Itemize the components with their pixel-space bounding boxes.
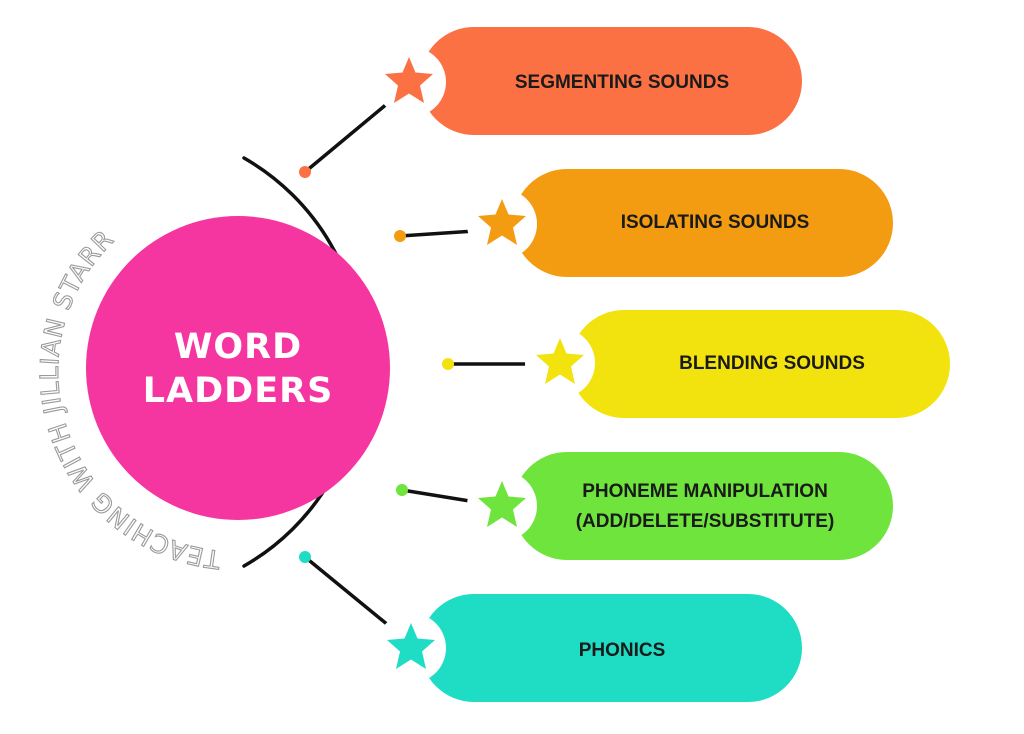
pill-label-line-2: (ADD/DELETE/SUBSTITUTE) (576, 511, 835, 532)
pill-phoneme-manipulation (513, 452, 893, 560)
item-segmenting-sounds: SEGMENTING SOUNDS (376, 27, 802, 135)
star-icon (478, 199, 526, 245)
pill-blending-sounds (570, 310, 950, 418)
pill-label: ISOLATING SOUNDS (621, 212, 810, 233)
connector-dot-3 (442, 358, 454, 370)
star-icon (385, 57, 433, 103)
connector-dot-1 (299, 166, 311, 178)
center-circle (86, 216, 390, 520)
item-isolating-sounds: ISOLATING SOUNDS (467, 169, 893, 277)
connector-dot-2 (394, 230, 406, 242)
star-icon (536, 338, 584, 384)
star-icon (478, 481, 526, 527)
item-phonics: PHONICS (376, 594, 802, 702)
pill-isolating-sounds (513, 169, 893, 277)
pill-label: BLENDING SOUNDS (679, 353, 865, 374)
pill-label-line-1: PHONEME MANIPULATION (582, 481, 828, 502)
pill-label: PHONICS (579, 640, 666, 661)
center-title-line-1: WORD (174, 327, 302, 367)
connector-dot-5 (299, 551, 311, 563)
star-icon (387, 623, 435, 669)
center-title-line-2: LADDERS (143, 371, 334, 411)
pill-phonics (420, 594, 802, 702)
connector-line-5 (303, 555, 390, 627)
pill-label: SEGMENTING SOUNDS (515, 72, 729, 93)
connector-dot-4 (396, 484, 408, 496)
connector-line-1 (303, 101, 390, 174)
pill-segmenting-sounds (420, 27, 802, 135)
item-blending-sounds: BLENDING SOUNDS (525, 310, 950, 418)
item-phoneme-manipulation: PHONEME MANIPULATION (ADD/DELETE/SUBSTIT… (467, 452, 893, 560)
